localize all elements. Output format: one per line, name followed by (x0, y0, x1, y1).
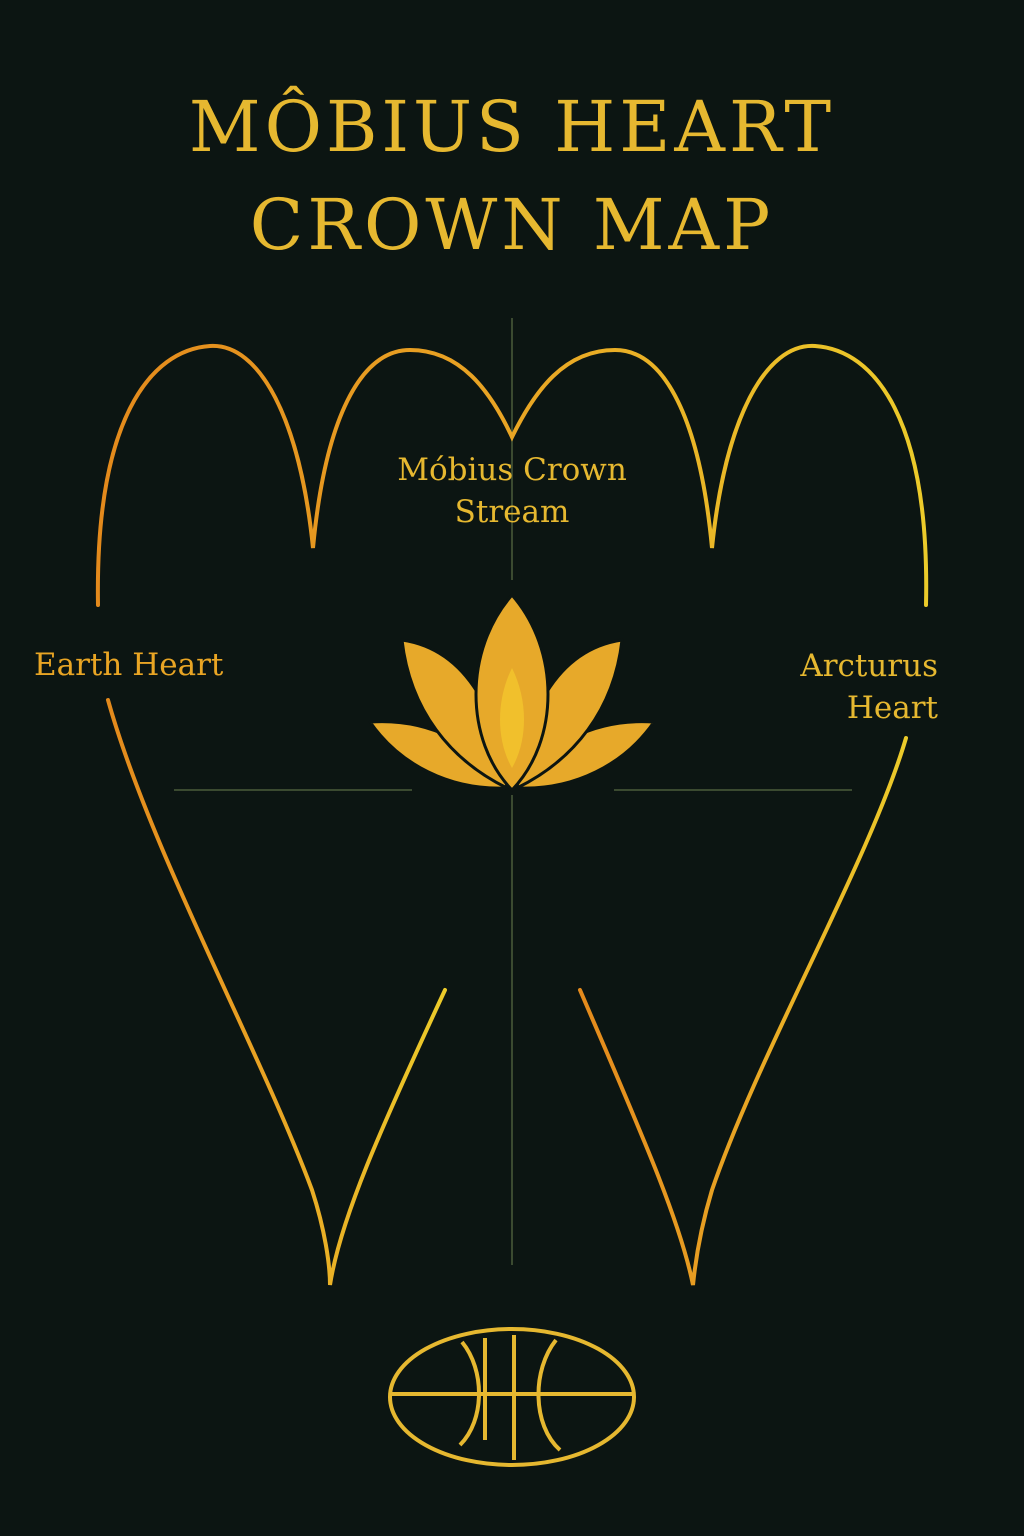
page-title-line-1: MÔBIUS HEART (188, 86, 836, 168)
axis-lines (174, 318, 852, 1265)
sigil-ellipse (388, 1327, 636, 1467)
mobius-crown-stream-label: Móbius Crown Stream (312, 450, 712, 534)
lotus-petal-left (400, 638, 509, 790)
sigil-left-arc (458, 1340, 481, 1447)
arcturus-heart-label: Arcturus Heart (800, 646, 938, 730)
earth-heart-label: Earth Heart (34, 647, 224, 683)
heart-crown-outline (95, 343, 929, 1286)
arcturus-heart-line-2: Heart (846, 689, 938, 726)
ellipse-sigil-icon (388, 1327, 636, 1467)
lotus-icon (368, 593, 656, 792)
page-title-line-2: CROWN MAP (249, 184, 775, 266)
lotus-petal-right (515, 638, 624, 790)
mobius-crown-stream-line-1: Móbius Crown (397, 452, 627, 488)
lotus-petal-inner (500, 668, 524, 768)
crown-arcs (95, 343, 929, 607)
heart-right-outer (578, 736, 908, 1286)
heart-left-outer (106, 698, 447, 1286)
arcturus-heart-line-1: Arcturus (800, 648, 938, 684)
mobius-crown-stream-line-2: Stream (454, 493, 570, 530)
sigil-right-arc (536, 1338, 562, 1452)
